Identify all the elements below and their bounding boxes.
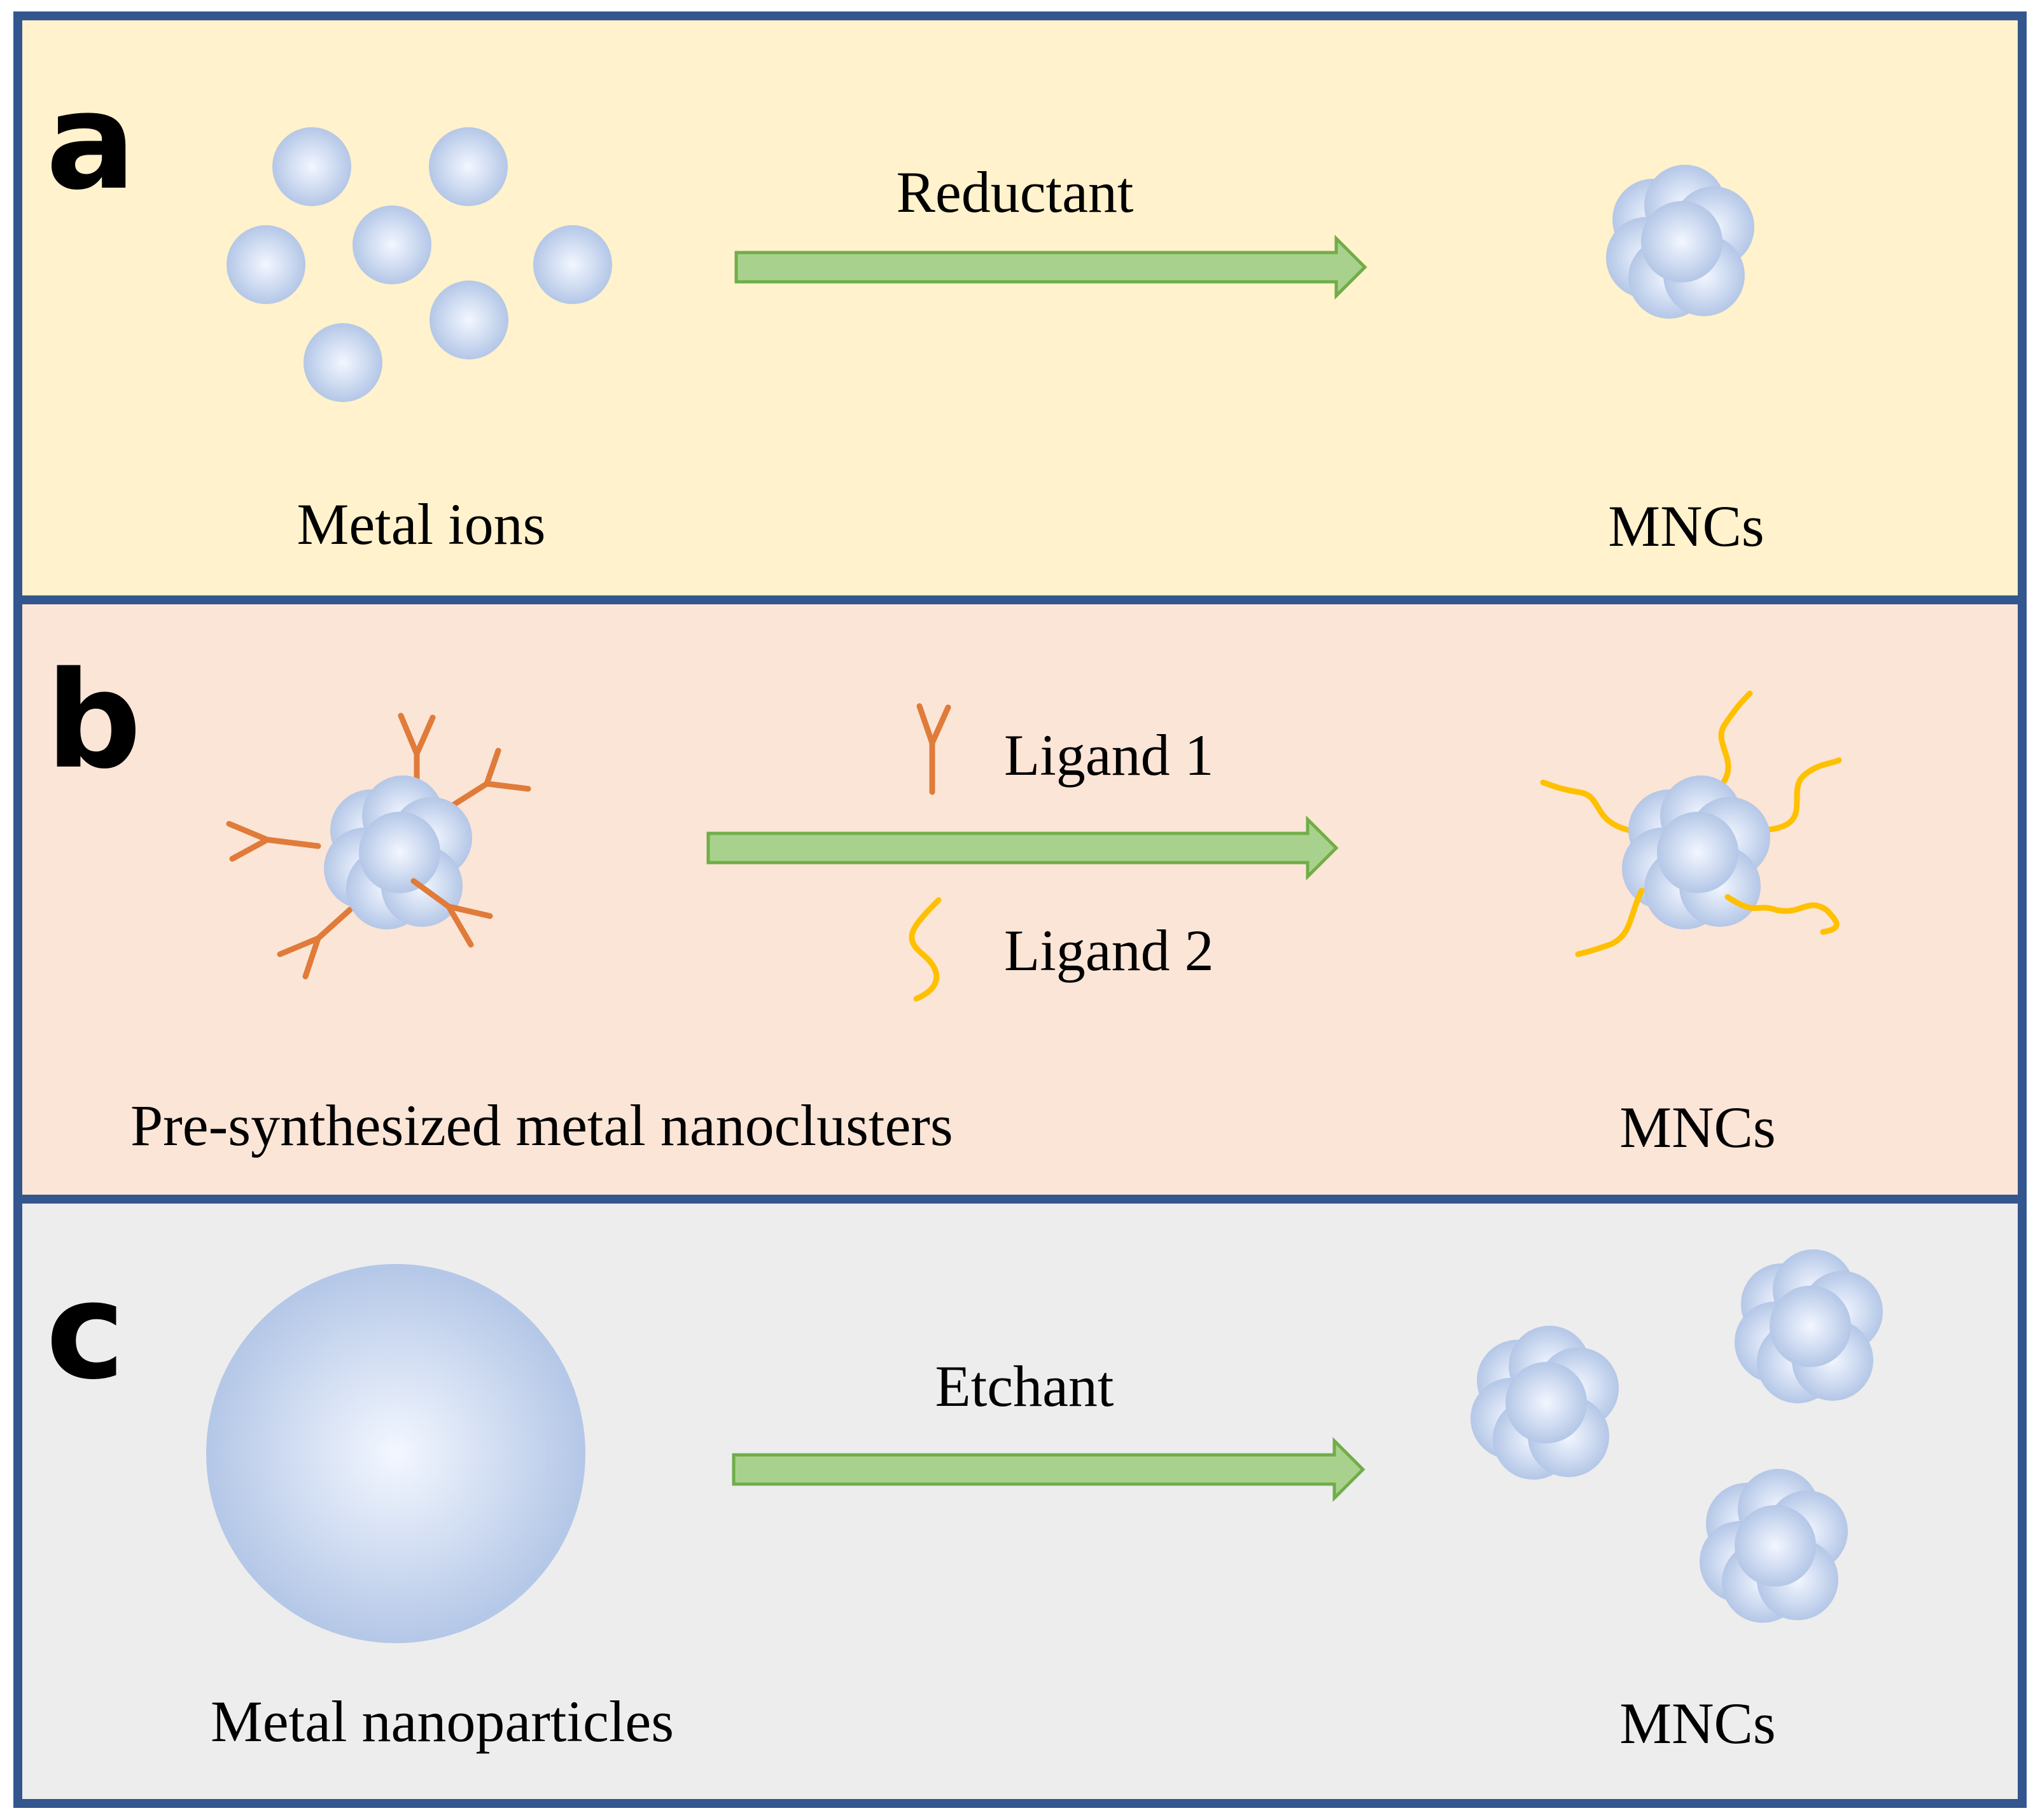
- mnc-label-c: MNCs: [1619, 1691, 1775, 1756]
- metal-ion-atom: [429, 127, 508, 206]
- metal-ion-atom: [353, 205, 431, 284]
- presynthesized-label: Pre-synthesized metal nanoclusters: [130, 1093, 953, 1158]
- panel-c-letter: c: [46, 1253, 125, 1409]
- presynthesized-cluster: [226, 712, 531, 980]
- metal-ion-atom: [272, 127, 351, 206]
- metal-ion-atom: [227, 225, 305, 304]
- metal-nanoparticles-label: Metal nanoparticles: [211, 1689, 674, 1754]
- mnc-cluster-c3: [1700, 1469, 1848, 1623]
- cluster-atom: [1641, 201, 1722, 282]
- ligand-2-chain: [1540, 690, 1842, 833]
- metal-nanoparticle: [206, 1264, 585, 1643]
- cluster-atom: [359, 812, 440, 893]
- metal-ions: [227, 127, 612, 402]
- cluster-atom: [1735, 1505, 1816, 1587]
- ligand-1-branch: [226, 712, 531, 980]
- cluster-atom: [1506, 1362, 1587, 1443]
- ligand-2-label: Ligand 2: [1004, 918, 1214, 983]
- mnc-cluster-c1: [1471, 1326, 1619, 1480]
- ligand-2-chain: [1575, 887, 1840, 957]
- panel-b-letter: b: [46, 643, 141, 798]
- reaction-arrow-a: [734, 234, 1367, 300]
- ligand-2-legend-icon: [909, 897, 942, 1002]
- ligand-1-branch: [410, 878, 493, 948]
- metal-ion-atom: [430, 281, 508, 359]
- etchant-label: Etchant: [935, 1354, 1114, 1419]
- panel-a-letter: a: [46, 64, 136, 219]
- ligand-1-legend-icon: [916, 703, 951, 795]
- metal-ions-label: Metal ions: [297, 492, 546, 557]
- metal-ion-atom: [304, 323, 382, 402]
- mnc-label-b: MNCs: [1619, 1095, 1775, 1160]
- ligand-exchanged-mnc: [1540, 690, 1842, 957]
- mnc-cluster-c2: [1735, 1249, 1883, 1403]
- mnc-label-a: MNCs: [1608, 494, 1764, 559]
- cluster-atom: [1770, 1286, 1851, 1367]
- mnc-cluster-a: [1606, 165, 1754, 319]
- reaction-arrow-c: [732, 1436, 1366, 1503]
- reductant-label: Reductant: [897, 160, 1134, 225]
- ligand-1-label: Ligand 1: [1004, 723, 1214, 788]
- cluster-atom: [1657, 812, 1738, 893]
- metal-ion-atom: [533, 225, 612, 304]
- reaction-arrow-b: [706, 815, 1339, 881]
